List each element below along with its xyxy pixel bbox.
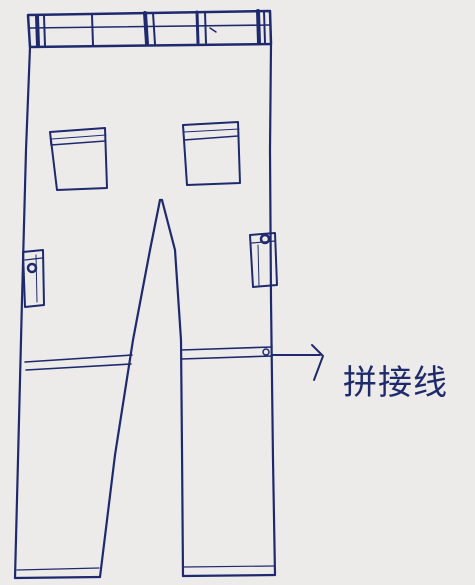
left-back-pocket	[49, 127, 108, 191]
right-back-pocket	[182, 121, 241, 186]
left-leg	[13, 45, 162, 580]
right-side-pocket	[249, 232, 278, 288]
waistband	[26, 9, 273, 49]
splice-line-right	[180, 346, 273, 360]
splice-line-left	[24, 354, 133, 371]
left-side-pocket	[22, 249, 45, 308]
right-leg	[158, 42, 277, 578]
splice-line-label: 拼接线	[343, 363, 448, 403]
pointer-arrow	[271, 344, 324, 381]
